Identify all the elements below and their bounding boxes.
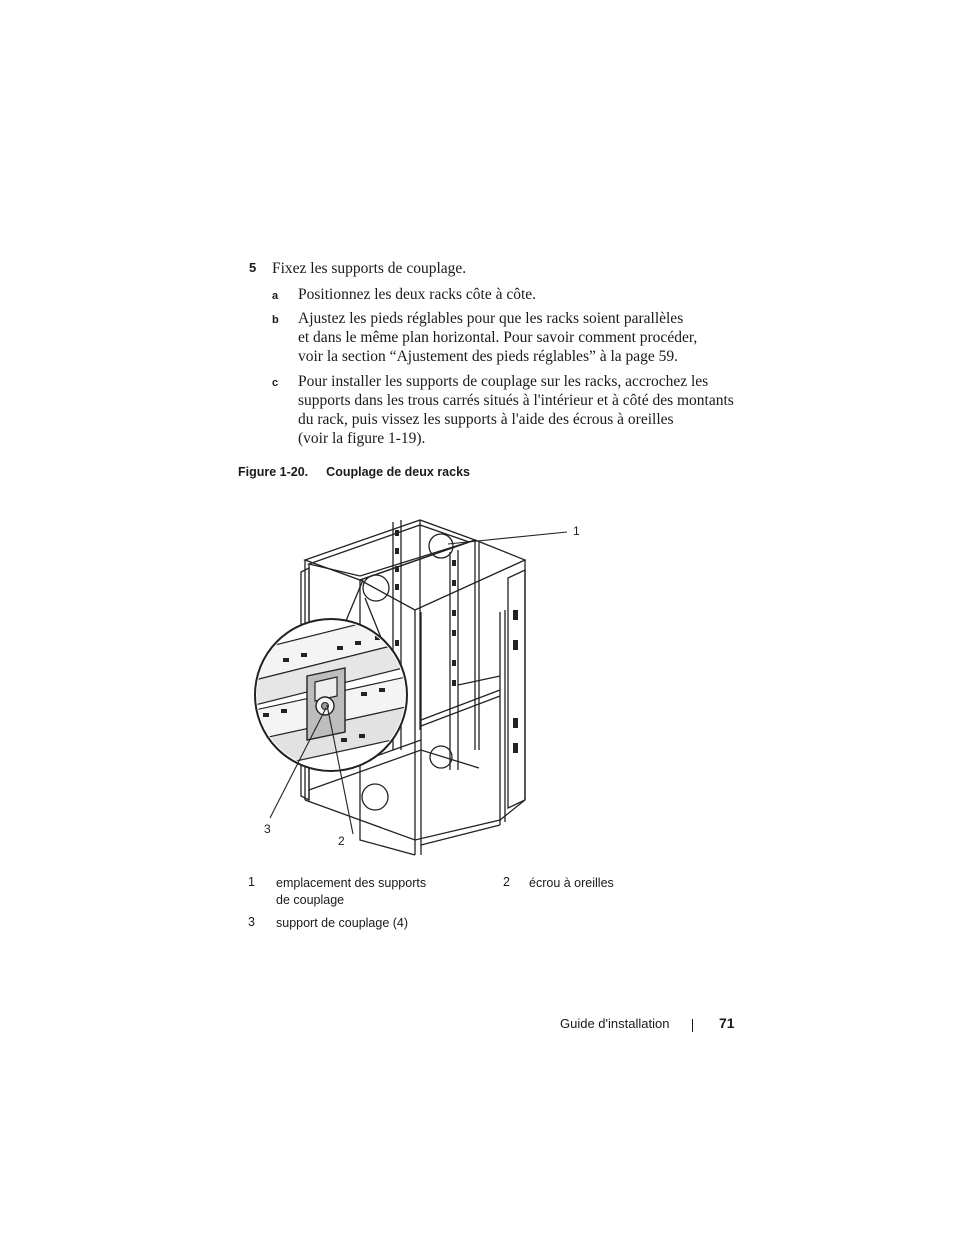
legend-line: support de couplage (4) [276,916,409,930]
step-number: 5 [249,260,257,275]
zoom-detail [254,618,408,772]
callout-2: 2 [338,834,345,848]
legend-line: écrou à oreilles [529,876,614,890]
substep-c-line: Pour installer les supports de couplage … [298,373,709,390]
highlight-circles [361,533,454,811]
legend-num-2: 2 [503,875,510,889]
substep-b-letter: b [272,314,279,326]
footer-title: Guide d'installation [560,1016,670,1031]
substep-c-letter: c [272,377,279,389]
legend-num-1: 1 [248,875,255,889]
substep-b-text: Ajustez les pieds réglables pour que les… [298,309,748,366]
substep-c-line: (voir la figure 1-19). [298,430,426,447]
step-text: Fixez les supports de couplage. [272,260,467,277]
rack-coupling-illustration: 1 2 3 [254,519,580,856]
substep-c-text: Pour installer les supports de couplage … [298,372,748,448]
figure-title: Couplage de deux racks [326,465,470,479]
footer-separator [692,1019,693,1032]
page-number: 71 [719,1015,735,1031]
legend-line: emplacement des supports [276,876,427,890]
callout-3: 3 [264,822,271,836]
callout-1: 1 [573,524,580,538]
legend-line: de couplage [276,893,345,907]
legend-num-3: 3 [248,915,255,929]
substep-a-text: Positionnez les deux racks côte à côte. [298,285,748,304]
figure-caption: Figure 1-20. Couplage de deux racks [238,465,470,479]
rack-frame-drawing [300,519,527,856]
substep-a-line: Positionnez les deux racks côte à côte. [298,286,537,303]
substep-a-letter: a [272,290,279,302]
callout-leaders [269,531,568,835]
legend-text-1: emplacement des supports de couplage [276,875,476,909]
legend-text-2: écrou à oreilles [529,875,729,892]
legend-text-3: support de couplage (4) [276,915,476,932]
substep-c-line: du rack, puis vissez les supports à l'ai… [298,411,674,428]
figure-number: Figure 1-20. [238,465,309,479]
substep-b-line: Ajustez les pieds réglables pour que les… [298,310,684,327]
substep-c-line: supports dans les trous carrés situés à … [298,392,734,409]
rail-holes [395,530,518,753]
substep-b-line: et dans le même plan horizontal. Pour sa… [298,329,698,346]
substep-b-line: voir la section “Ajustement des pieds ré… [298,348,679,365]
